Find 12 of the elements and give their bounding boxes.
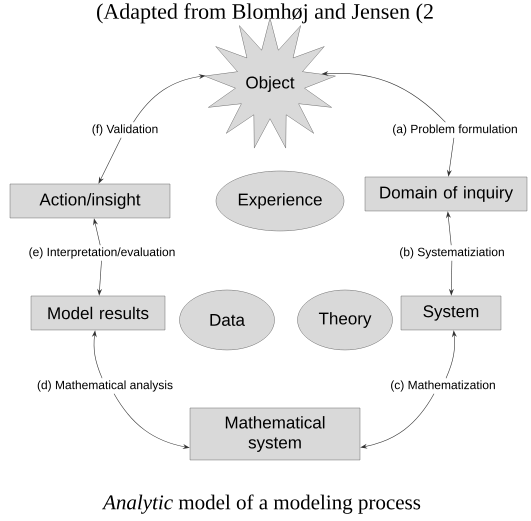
caption: Analytic model of a modeling process xyxy=(102,494,420,514)
process-box: Action/insight xyxy=(10,184,170,218)
process-box: Domain of inquiry xyxy=(364,176,528,212)
process-label: (a) Problem formulation xyxy=(390,122,520,138)
process-label: (e) Interpretation/evaluation xyxy=(26,245,178,261)
process-box: Model results xyxy=(30,296,166,330)
process-box: Mathematical system xyxy=(190,408,360,460)
process-box: System xyxy=(400,296,502,330)
process-label: (b) Systematiziation xyxy=(397,245,507,261)
process-label: (c) Mathematization xyxy=(388,378,498,394)
process-label: (d) Mathematical analysis xyxy=(34,378,176,394)
process-label: (f) Validation xyxy=(90,122,160,138)
